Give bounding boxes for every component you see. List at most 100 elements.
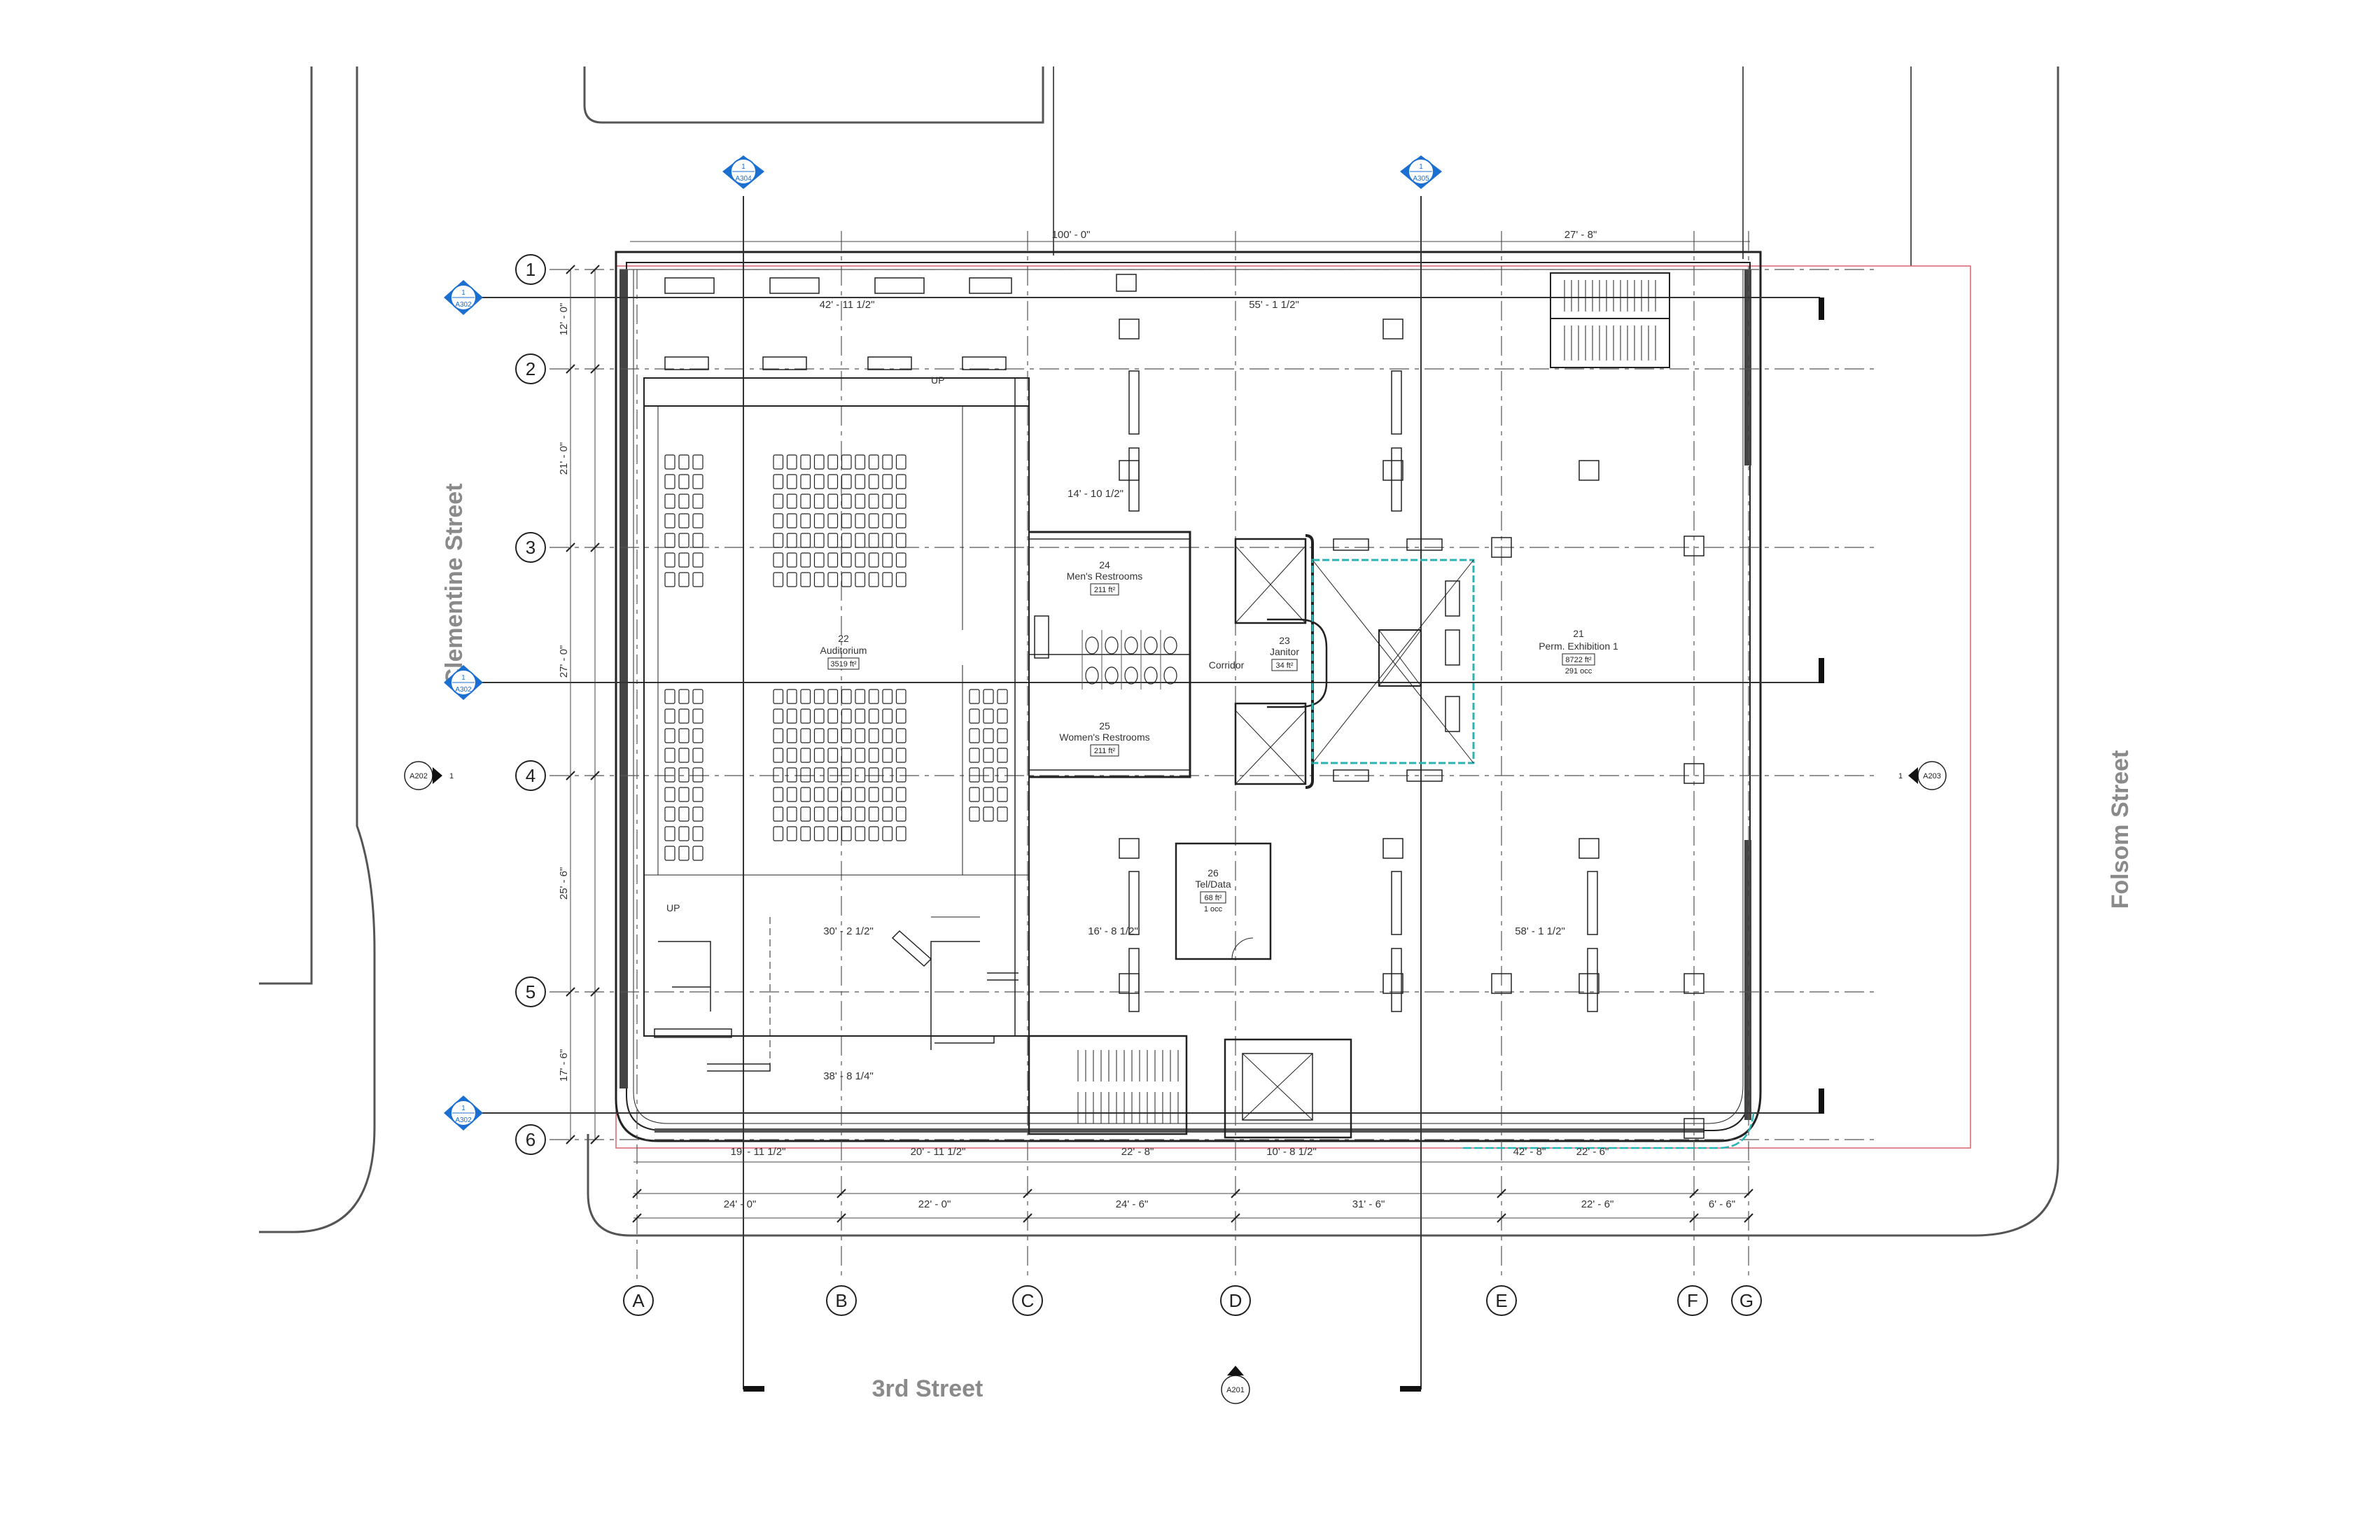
- wall-pier: [1587, 871, 1598, 935]
- room-tag-tel-data: 26 Tel/Data 68 ft² 1 occ: [1195, 867, 1231, 913]
- seat: [692, 552, 704, 568]
- street-name-east: Folsom Street: [2107, 750, 2134, 909]
- seat: [895, 513, 906, 528]
- seat: [800, 454, 811, 470]
- seat: [813, 767, 825, 783]
- seat: [786, 533, 797, 548]
- seat: [813, 708, 825, 724]
- svg-text:Janitor: Janitor: [1270, 646, 1299, 657]
- seat: [813, 552, 825, 568]
- structural-column: [1578, 460, 1600, 481]
- svg-text:24' - 0": 24' - 0": [724, 1198, 757, 1210]
- svg-text:1: 1: [526, 259, 536, 280]
- dimension-strings: [570, 241, 1750, 1219]
- seat: [827, 767, 839, 783]
- structural-column: [1578, 973, 1600, 994]
- seat: [800, 533, 811, 548]
- seat: [800, 474, 811, 489]
- seat: [895, 493, 906, 509]
- seat: [855, 533, 866, 548]
- svg-text:14' - 10 1/2": 14' - 10 1/2": [1068, 488, 1124, 500]
- svg-text:A304: A304: [735, 175, 752, 183]
- seat: [800, 689, 811, 704]
- seat: [786, 826, 797, 841]
- seat: [983, 767, 994, 783]
- svg-text:B: B: [835, 1290, 847, 1311]
- seat: [800, 787, 811, 802]
- seat: [786, 728, 797, 743]
- svg-text:2: 2: [526, 358, 536, 379]
- seat: [855, 787, 866, 802]
- structural-column: [1119, 838, 1140, 859]
- seat: [692, 533, 704, 548]
- seat: [773, 552, 784, 568]
- svg-text:31' - 6": 31' - 6": [1352, 1198, 1385, 1210]
- structural-column: [1491, 537, 1512, 558]
- svg-text:17' - 6": 17' - 6": [558, 1049, 570, 1082]
- seat: [786, 493, 797, 509]
- seat: [692, 454, 704, 470]
- svg-text:10' - 8 1/2": 10' - 8 1/2": [1266, 1146, 1317, 1158]
- svg-text:G: G: [1740, 1290, 1754, 1311]
- seat: [895, 708, 906, 724]
- dimension-tick: [566, 364, 575, 374]
- seat: [841, 513, 852, 528]
- grid-bubble-5: 5: [515, 976, 546, 1007]
- dimension-tick: [1497, 1189, 1506, 1198]
- seat: [841, 728, 852, 743]
- structural-column: [1684, 973, 1704, 994]
- seat: [678, 787, 690, 802]
- svg-text:291 occ: 291 occ: [1565, 667, 1592, 676]
- dimension-tick: [1744, 1213, 1754, 1223]
- dimension-tick: [590, 265, 600, 274]
- seat: [773, 708, 784, 724]
- svg-text:22' - 6": 22' - 6": [1581, 1198, 1614, 1210]
- seat: [868, 689, 879, 704]
- svg-text:24: 24: [1099, 559, 1110, 570]
- wall-pier: [1128, 948, 1140, 1012]
- seat: [664, 552, 676, 568]
- elevation-marker-south: A201: [1221, 1366, 1250, 1404]
- svg-text:55' - 1 1/2": 55' - 1 1/2": [1249, 299, 1299, 311]
- seat: [692, 846, 704, 861]
- structural-column: [1119, 318, 1140, 340]
- room-tag-mens-restrooms: 24 Men's Restrooms 211 ft²: [1067, 559, 1142, 596]
- svg-text:68 ft²: 68 ft²: [1204, 894, 1222, 902]
- seat: [841, 474, 852, 489]
- toilet-fixture: [1085, 636, 1099, 654]
- seat: [827, 533, 839, 548]
- seat: [895, 787, 906, 802]
- seat: [773, 767, 784, 783]
- seat: [664, 787, 676, 802]
- seat: [895, 728, 906, 743]
- svg-text:22' - 0": 22' - 0": [918, 1198, 951, 1210]
- auditorium-seating: [664, 454, 1008, 861]
- grid-bubble-b: B: [826, 1285, 857, 1316]
- seat: [773, 787, 784, 802]
- dimension-tick: [1231, 1213, 1240, 1223]
- south-stair: [1028, 1035, 1352, 1139]
- svg-text:4: 4: [526, 765, 536, 786]
- svg-text:1: 1: [461, 1105, 465, 1112]
- seat: [855, 826, 866, 841]
- seat: [882, 493, 893, 509]
- seat: [786, 454, 797, 470]
- seat: [827, 748, 839, 763]
- svg-text:D: D: [1229, 1290, 1242, 1311]
- seat: [800, 826, 811, 841]
- seat: [895, 454, 906, 470]
- grid-lines: [550, 231, 1876, 1281]
- svg-text:A305: A305: [1413, 175, 1429, 183]
- structural-column: [1684, 1118, 1704, 1139]
- dimension-tick: [1689, 1213, 1699, 1223]
- seat: [895, 533, 906, 548]
- seat: [997, 708, 1008, 724]
- seat: [983, 806, 994, 822]
- seat: [664, 728, 676, 743]
- seat: [882, 513, 893, 528]
- seat: [800, 552, 811, 568]
- dimension-tick: [590, 364, 600, 374]
- svg-text:A302: A302: [455, 301, 472, 309]
- seat: [868, 728, 879, 743]
- seat: [773, 728, 784, 743]
